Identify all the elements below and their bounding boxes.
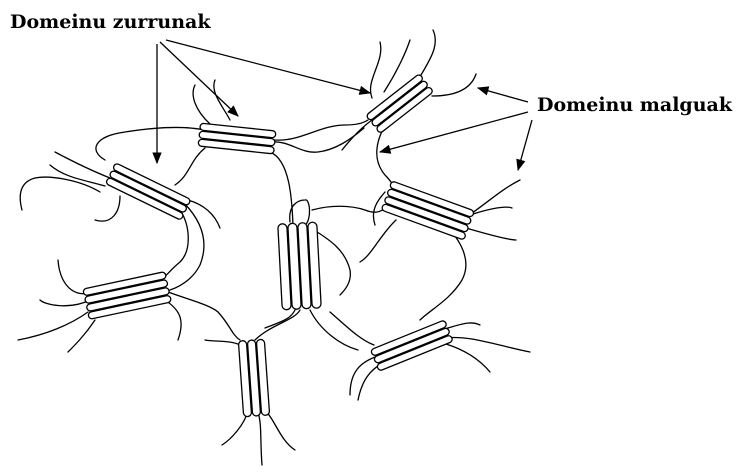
hard-domain-center: [278, 222, 321, 310]
soft-chains: [18, 30, 530, 465]
hard-domain-left: [105, 163, 191, 220]
hard-domain-lower-left: [83, 272, 172, 320]
hard-domain-top-right: [366, 74, 434, 134]
hard-domain-bottom-right: [370, 320, 453, 371]
hard-domain-lower-center: [238, 339, 269, 417]
soft-arrow-3: [518, 120, 532, 170]
hard-domain-right: [381, 181, 474, 240]
soft-arrow-2: [380, 112, 528, 152]
hard-arrow-3: [166, 40, 370, 93]
hard-domains-label: Domeinu zurrunak: [10, 11, 211, 33]
hard-domain-upper-middle: [198, 123, 276, 154]
hard-arrow-2: [160, 42, 238, 116]
soft-arrow-1: [478, 88, 528, 102]
soft-domains-label: Domeinu malguak: [537, 94, 733, 116]
